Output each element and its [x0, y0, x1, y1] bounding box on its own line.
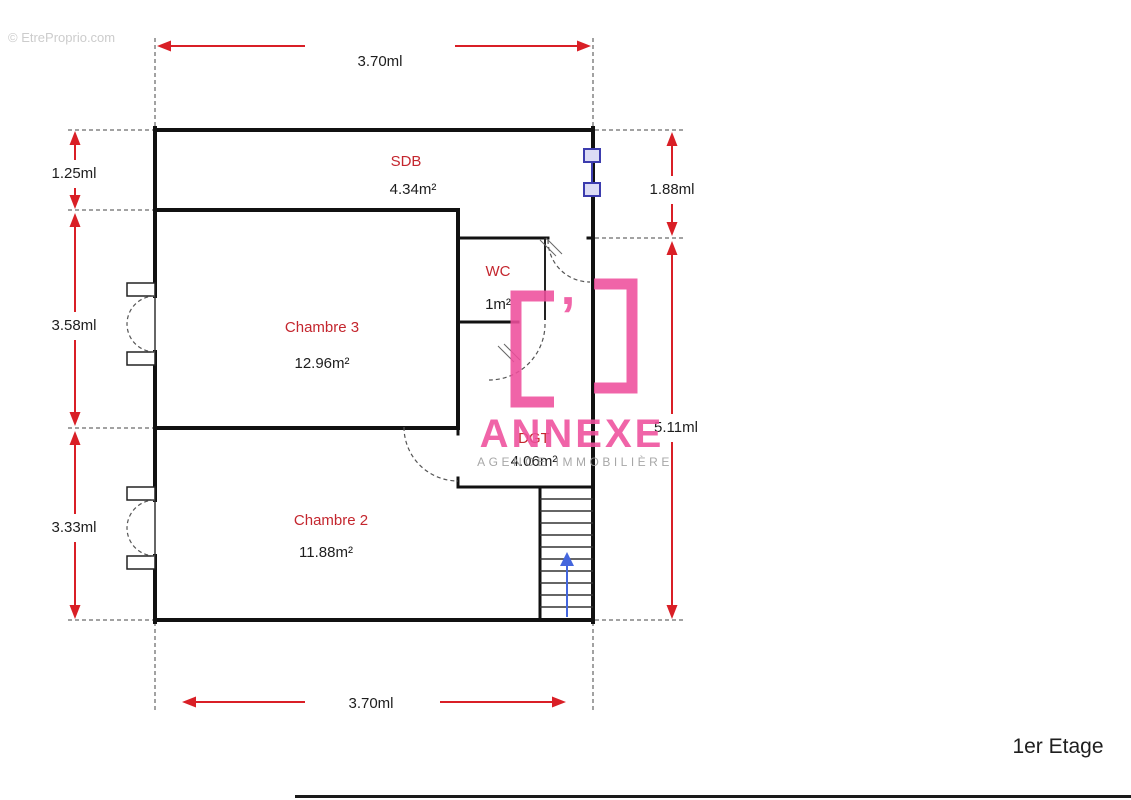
- door-arc-landing: [547, 239, 591, 283]
- brand-quote-icon: ’: [560, 286, 575, 346]
- dimension-arrows: [69, 40, 678, 708]
- dimension-labels: 3.70ml 3.70ml 1.25ml 3.58ml 3.33ml 1.88m…: [51, 53, 697, 712]
- door-arc-wc: [488, 323, 546, 381]
- room-name-dgt: DGT: [518, 430, 550, 447]
- room-name-chambre2: Chambre 2: [294, 512, 368, 529]
- window-symbol-chambre2: [126, 486, 156, 570]
- dim-bottom-label: 3.70ml: [348, 695, 393, 712]
- brand-bracket-left-icon: [510, 290, 554, 408]
- room-name-chambre3: Chambre 3: [285, 319, 359, 336]
- extension-lines: [68, 38, 686, 712]
- bottom-border-line: [295, 795, 1131, 798]
- stairs-direction-arrow: [560, 552, 574, 617]
- stairs: [540, 498, 593, 617]
- dim-left-3-label: 3.33ml: [51, 519, 96, 536]
- dim-left-2-label: 3.58ml: [51, 317, 96, 334]
- brand-name: ANNEXE: [480, 412, 665, 456]
- window-symbol-sdb: [583, 148, 601, 197]
- dim-top-label: 3.70ml: [357, 53, 402, 70]
- dim-left-1-label: 1.25ml: [51, 165, 96, 182]
- floor-title: 1er Etage: [1012, 735, 1103, 758]
- room-area-wc: 1m²: [485, 296, 511, 313]
- room-name-wc: WC: [486, 263, 511, 280]
- room-area-chambre2: 11.88m²: [299, 544, 353, 561]
- room-labels: SDB 4.34m² WC 1m² Chambre 3 12.96m² DGT …: [285, 153, 557, 561]
- dim-right-2-label: 5.11ml: [654, 419, 698, 436]
- room-area-chambre3: 12.96m²: [294, 355, 349, 372]
- brand-tagline: AGENCE IMMOBILIÈRE: [477, 454, 673, 469]
- brand-bracket-right-icon: [594, 278, 638, 394]
- brand-watermark: ’ ANNEXE AGENCE IMMOBILIÈRE: [477, 278, 673, 469]
- door-arc-dgt: [403, 426, 459, 482]
- window-symbol-chambre3: [126, 282, 156, 366]
- room-name-sdb: SDB: [391, 153, 422, 170]
- site-watermark: © EtreProprio.com: [8, 30, 115, 45]
- room-area-dgt: 4.06m²: [511, 453, 558, 470]
- walls: [153, 126, 595, 624]
- dim-right-1-label: 1.88ml: [649, 181, 694, 198]
- room-area-sdb: 4.34m²: [390, 181, 437, 198]
